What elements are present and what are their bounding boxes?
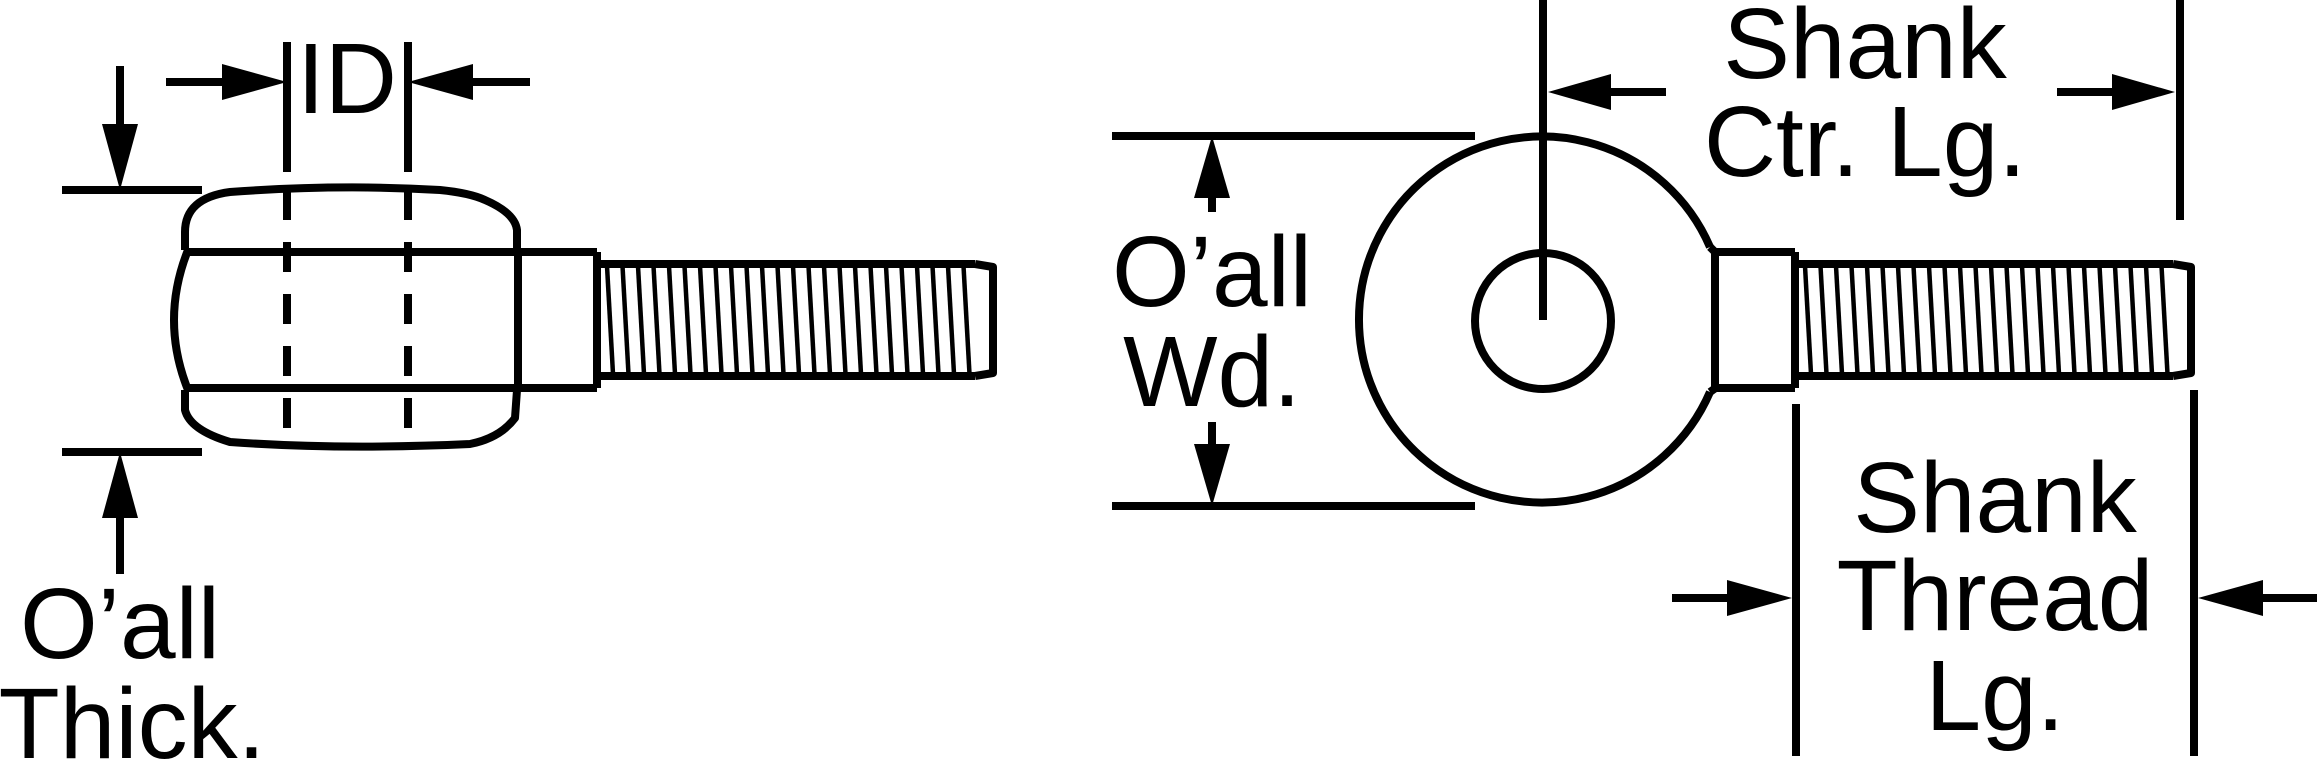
- thread-line: [2050, 265, 2062, 375]
- shank-thread-label-line1: Shank: [1853, 442, 2138, 554]
- thread-line: [1864, 265, 1876, 375]
- thread-line: [635, 265, 647, 375]
- thread-line: [930, 265, 941, 375]
- shank-ctr-label-line1: Shank: [1723, 0, 2008, 100]
- width-label-line2: Wd.: [1123, 316, 1301, 428]
- thread-line: [651, 265, 662, 375]
- shank-thread-label-line3: Lg.: [1925, 640, 2064, 752]
- shank-thread-label-line2: Thread: [1837, 540, 2154, 652]
- shank-thread-arrow-right: [2198, 580, 2263, 616]
- thread-line: [2019, 265, 2031, 375]
- thickness-label-line2: Thick.: [0, 668, 265, 761]
- thread-line: [2004, 265, 2015, 375]
- shank-thread-arrow-left: [1727, 580, 1792, 616]
- thread-line: [1973, 265, 1984, 375]
- thread-line: [1818, 265, 1829, 375]
- thread-line: [2112, 265, 2124, 375]
- thread-line: [713, 265, 724, 375]
- thread-line: [868, 265, 879, 375]
- thread-line: [914, 265, 926, 375]
- thread-line: [837, 265, 848, 375]
- thread-line: [2035, 265, 2046, 375]
- thread-line: [604, 265, 616, 375]
- thread-line: [744, 265, 755, 375]
- eye-outer-circle: [1355, 132, 1714, 507]
- thread-line: [961, 265, 972, 375]
- thread-line: [1895, 265, 1907, 375]
- width-label-line1: O’all: [1112, 216, 1312, 328]
- thread-line: [2066, 265, 2077, 375]
- thread-line: [790, 265, 802, 375]
- width-arrow-top: [1194, 136, 1230, 198]
- threaded-shank-front: [1795, 260, 2195, 380]
- id-arrow-right: [408, 64, 473, 100]
- ball-outline: [181, 183, 521, 451]
- thread-line: [1926, 265, 1938, 375]
- thread-line: [759, 265, 771, 375]
- thread-line: [883, 265, 895, 375]
- shank-ctr-arrow-left: [1548, 74, 1611, 110]
- front-view: O’all Wd. Shank Ctr. Lg. Shank Thread Lg…: [1112, 0, 2317, 756]
- thread-line: [1957, 265, 1969, 375]
- thickness-arrow-bottom: [102, 452, 138, 518]
- thread-line: [1880, 265, 1891, 375]
- id-arrow-left: [222, 64, 287, 100]
- thread-line: [682, 265, 693, 375]
- thickness-label-line1: O’all: [20, 568, 220, 680]
- thread-line: [852, 265, 864, 375]
- thickness-arrow-top: [102, 124, 138, 190]
- thread-line: [697, 265, 709, 375]
- thread-line: [775, 265, 786, 375]
- thread-line: [2143, 265, 2155, 375]
- thread-line: [666, 265, 678, 375]
- thread-line: [2081, 265, 2093, 375]
- threaded-shank: [597, 260, 997, 380]
- shank-ctr-arrow-right: [2112, 74, 2175, 110]
- thread-line: [806, 265, 817, 375]
- ball-side-bulge: [170, 248, 192, 392]
- thread-line: [1942, 265, 1953, 375]
- width-arrow-bottom: [1194, 444, 1230, 506]
- thread-line: [1988, 265, 2000, 375]
- thread-line: [1911, 265, 1922, 375]
- thread-line: [1849, 265, 1860, 375]
- shank-ctr-label-line2: Ctr. Lg.: [1704, 86, 2026, 198]
- thread-line: [1802, 265, 1814, 375]
- thread-line: [728, 265, 740, 375]
- thread-line: [2128, 265, 2139, 375]
- thread-line: [2159, 265, 2170, 375]
- thread-line: [2097, 265, 2108, 375]
- thread-line: [899, 265, 910, 375]
- thread-line: [821, 265, 833, 375]
- id-label: ID: [297, 23, 397, 135]
- thread-line: [1833, 265, 1845, 375]
- thread-line: [945, 265, 957, 375]
- side-view: ID O’all Thick.: [0, 23, 997, 761]
- thread-line: [620, 265, 631, 375]
